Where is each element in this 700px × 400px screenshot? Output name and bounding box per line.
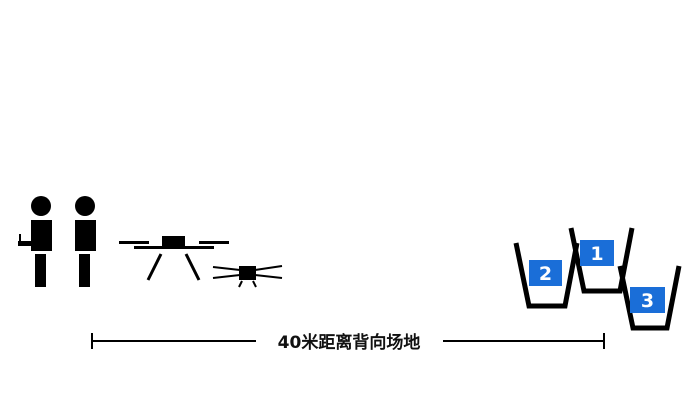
small-drone-icon <box>213 266 282 287</box>
distance-label: 40米距离背向场地 <box>278 332 421 353</box>
bucket-2: 2 <box>516 243 577 306</box>
bucket-3: 3 <box>620 266 679 328</box>
person-with-controller-icon <box>18 196 52 287</box>
distance-bar: 40米距离背向场地 <box>92 332 604 353</box>
bucket-number: 3 <box>641 290 654 312</box>
bucket-number: 1 <box>590 243 603 265</box>
person-icon <box>75 196 96 287</box>
large-drone-icon <box>119 236 229 280</box>
bucket-number: 2 <box>539 263 552 285</box>
